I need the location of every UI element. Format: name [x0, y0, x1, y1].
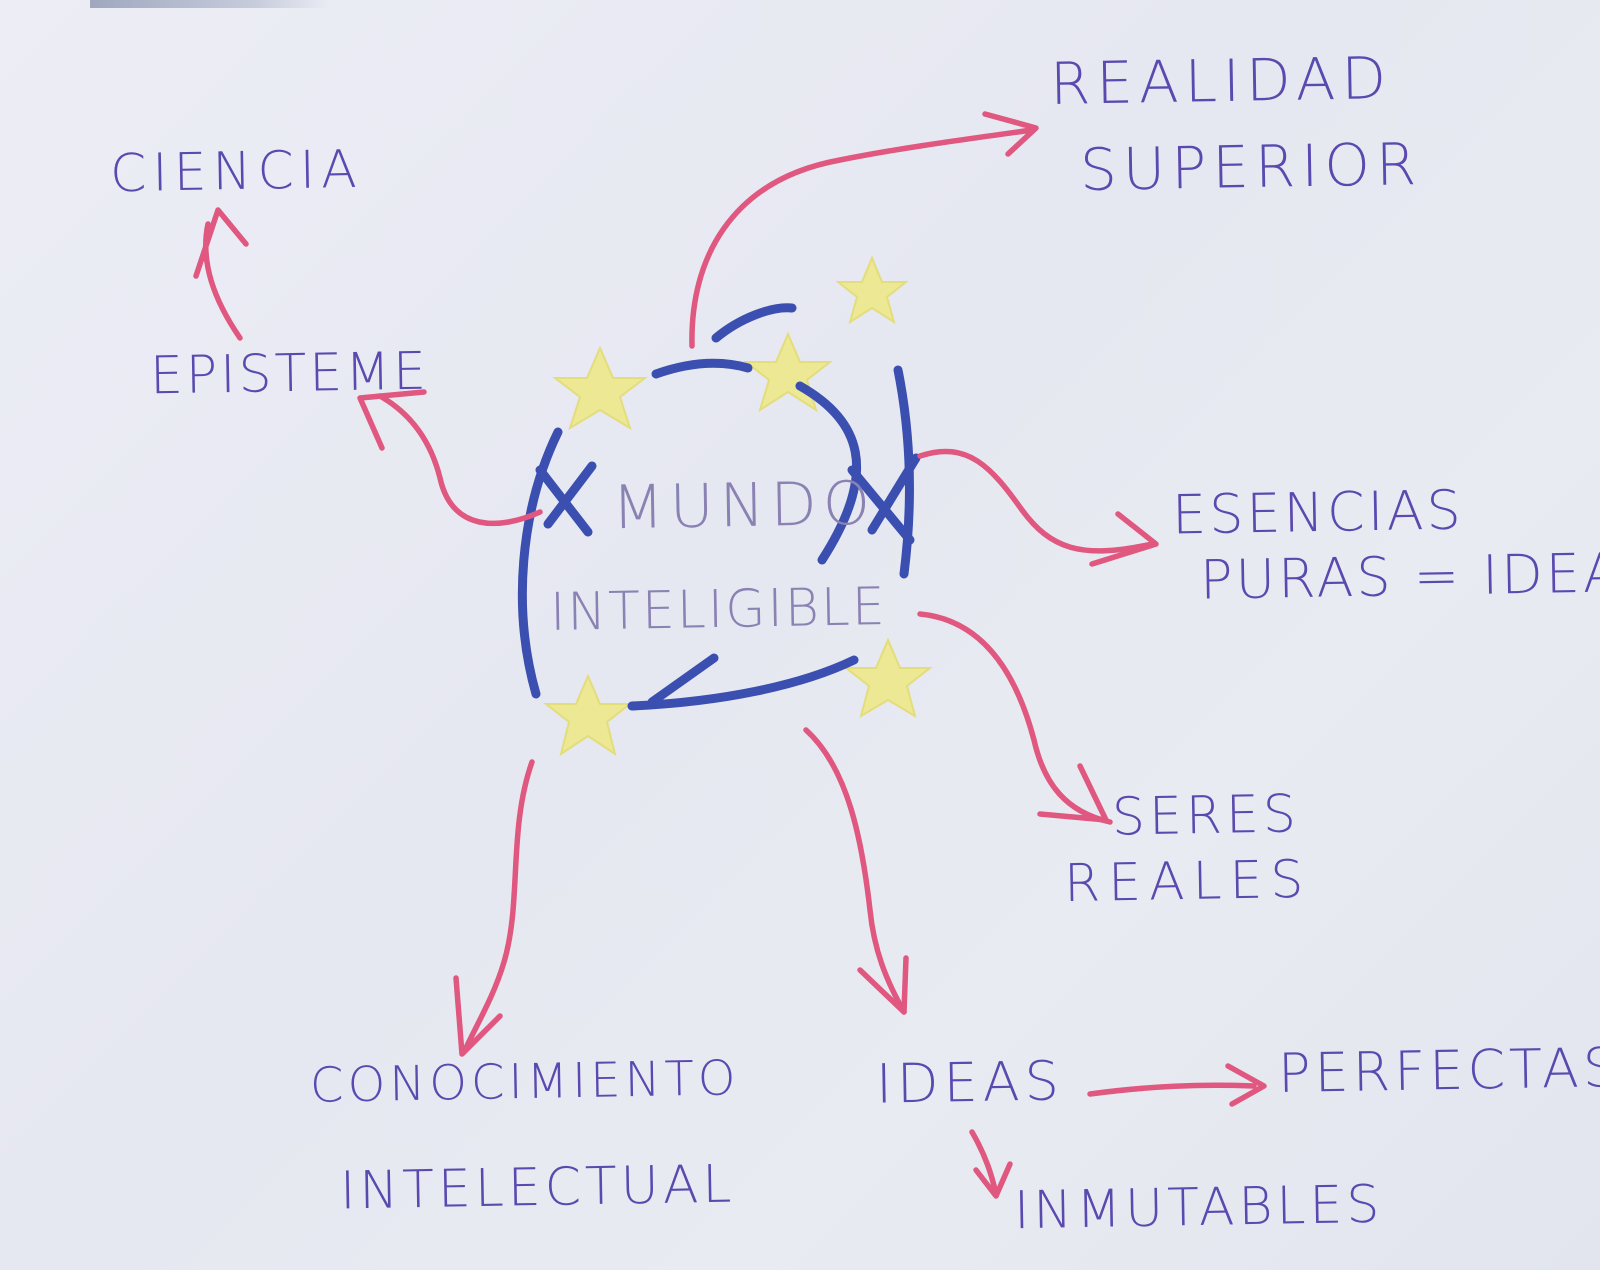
arrow-to-episteme [377, 393, 543, 527]
label-conocimiento: CONOCIMIENTO [309, 1050, 741, 1114]
star-decoration [552, 345, 648, 431]
arrow-head [857, 955, 909, 1015]
label-reales: REALES [1063, 849, 1312, 915]
arrow-to-ideas [803, 727, 907, 1015]
center-label-line1: MUNDO [611, 468, 877, 544]
circle-cross [647, 653, 719, 707]
paper-corner-scrap [90, 0, 330, 8]
arrow-head [973, 1161, 1013, 1199]
circle-cross [867, 453, 921, 535]
arrow-to-esencias [917, 448, 1155, 554]
arrow-to-inmutables [969, 1129, 999, 1197]
label-seres: SERES [1111, 784, 1301, 848]
arrow-to-conocimiento [461, 759, 535, 1055]
star-decoration [835, 255, 909, 325]
label-intelectual: INTELECTUAL [339, 1154, 736, 1222]
arrow-head [453, 975, 503, 1057]
circle-arc [711, 303, 797, 343]
star-decoration [543, 673, 633, 757]
label-superior: SUPERIOR [1079, 130, 1423, 204]
label-perfectas: PERFECTAS [1277, 1036, 1600, 1105]
label-inmutables: INMUTABLES [1013, 1174, 1384, 1242]
arrow-head [1089, 511, 1159, 567]
arrow-head [1225, 1063, 1267, 1107]
center-label-line2: INTELIGIBLE [549, 577, 888, 643]
arrow-head [193, 207, 249, 279]
arrow-head [1037, 763, 1109, 823]
label-ideas: IDEAS [875, 1049, 1065, 1116]
label-realidad: REALIDAD [1049, 44, 1393, 118]
circle-arc [627, 655, 859, 711]
label-ciencia: CIENCIA [109, 139, 364, 205]
label-esencias: ESENCIAS [1171, 478, 1465, 547]
arrow-to-perfectas [1087, 1082, 1257, 1097]
arrow-to-ciencia [203, 221, 243, 341]
label-puras-ideas: PURAS = IDEA [1199, 541, 1600, 612]
circle-arc [795, 381, 862, 565]
label-episteme: EPISTEME [149, 341, 430, 407]
arrow-to-seres-reales [917, 611, 1113, 825]
circle-cross [543, 461, 597, 529]
star-decoration [843, 637, 933, 719]
circle-cross [847, 465, 915, 545]
arrow-head [357, 389, 427, 451]
arrow-to-realidad-superior [689, 127, 1035, 349]
circle-arc [517, 427, 563, 699]
arrow-head [982, 111, 1039, 157]
circle-arc [651, 358, 753, 379]
